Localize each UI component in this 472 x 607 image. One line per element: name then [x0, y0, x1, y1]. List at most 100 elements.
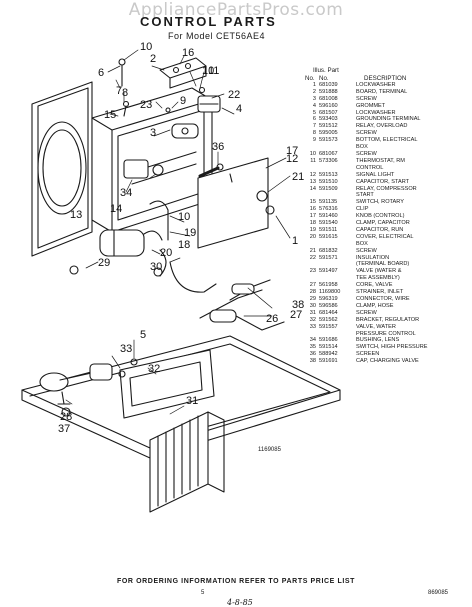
illus-number: 21 [309, 247, 316, 254]
part-description: SCREW [356, 130, 377, 137]
callout-number: 13 [70, 209, 82, 221]
illus-number: 16 [309, 206, 316, 213]
part-number: 681507 [319, 109, 338, 116]
part-number: 593403 [319, 116, 338, 123]
regulator-bracket [119, 349, 215, 419]
callout-number: 28 [60, 411, 72, 423]
part-number: 591540 [319, 220, 338, 227]
part-description: CORE, VALVE [356, 282, 393, 289]
parts-row: CONTROL [305, 165, 470, 172]
header-no-part: No. [319, 74, 329, 82]
parts-header-row: No. No. DESCRIPTION [305, 75, 470, 82]
part-description: CLIP [356, 206, 369, 213]
callout-number: 33 [120, 343, 132, 355]
callout-number: 10 [140, 41, 152, 53]
illus-number: 23 [309, 268, 316, 275]
parts-row: START [305, 192, 470, 199]
callout-number: 11 [208, 65, 219, 77]
part-description: PRESSURE CONTROL [356, 330, 416, 337]
part-description: VALVE (WATER & [356, 268, 402, 275]
part-description: SCREW [356, 150, 377, 157]
part-number [319, 144, 356, 151]
illus-number [305, 331, 319, 338]
parts-row: BOX [305, 144, 470, 151]
illus-number: 8 [312, 130, 316, 137]
part-number [319, 192, 356, 199]
part-description: CONNECTOR, WIRE [356, 296, 410, 302]
part-description: SCREEN [356, 351, 380, 358]
capacitor-clamp [143, 200, 169, 241]
part-description: RELAY, COMPRESSOR [356, 185, 417, 192]
callout-number: 16 [182, 47, 194, 59]
illus-number: 10 [309, 150, 316, 157]
illus-number: 22 [309, 254, 316, 261]
part-description: INSULATION [356, 254, 390, 261]
illus-number: 12 [309, 171, 316, 178]
part-number: 591135 [319, 199, 338, 206]
illus-number: 6 [312, 116, 316, 123]
part-number: 681008 [319, 95, 338, 102]
parts-row: PRESSURE CONTROL [305, 331, 470, 338]
part-description: START [356, 192, 374, 199]
illus-number: 34 [309, 337, 316, 344]
part-description: STRAINER, INLET [356, 289, 404, 296]
part-number: 591512 [319, 123, 338, 130]
part-number: 596586 [319, 302, 338, 309]
part-number [319, 275, 356, 282]
illus-number: 18 [309, 220, 316, 227]
callout-number: 27 [290, 309, 302, 321]
illus-number: 29 [309, 296, 316, 302]
part-description: CLAMP, CAPACITOR [356, 220, 410, 227]
callout-number: 17 [286, 145, 298, 157]
illus-number: 11 [310, 157, 316, 164]
part-description: BOX [356, 144, 368, 151]
callout-number: 6 [98, 67, 104, 79]
illus-number: 5 [312, 109, 316, 116]
callout-number: 10 [178, 211, 190, 223]
part-description: BOX [356, 240, 368, 247]
part-number: 591557 [319, 323, 338, 330]
part-number: 591686 [319, 337, 338, 344]
illus-number: 35 [309, 344, 316, 351]
callout-number: 31 [186, 395, 198, 407]
part-description: CLAMP, HOSE [356, 302, 394, 309]
callout-number: 1 [292, 235, 298, 247]
part-number: 591562 [319, 316, 338, 323]
part-number [319, 165, 356, 172]
part-number [319, 261, 356, 268]
model-subtitle: For Model CET56AE4 [168, 31, 266, 41]
callout-number: 23 [140, 99, 152, 111]
part-description: COVER, ELECTRICAL [356, 233, 414, 240]
illus-number [305, 144, 319, 151]
callout-number: 4 [236, 103, 242, 115]
callout-number: 26 [266, 313, 278, 325]
part-description: SIGNAL LIGHT [356, 171, 395, 178]
callout-number: 21 [292, 171, 304, 183]
part-description: SWITCH, HIGH PRESSURE [356, 344, 428, 351]
parts-header-illus: Illus. Part [313, 67, 339, 74]
part-number: 591510 [319, 178, 338, 185]
overload-relay [197, 95, 221, 113]
part-number: 591888 [319, 88, 338, 95]
illus-number: 36 [309, 351, 316, 358]
illus-number: 13 [309, 178, 316, 185]
part-number: 576316 [319, 206, 338, 213]
